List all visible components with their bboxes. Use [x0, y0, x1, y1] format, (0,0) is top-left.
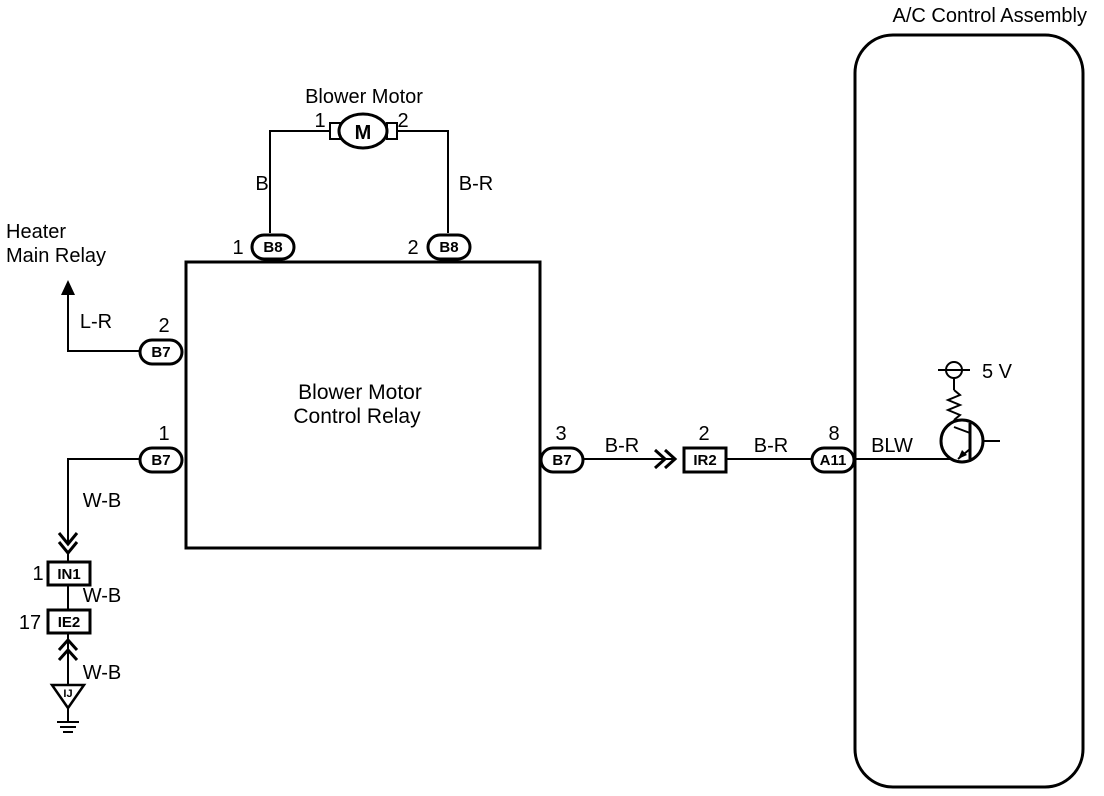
transistor: [939, 418, 1000, 464]
connector-arrow-1: [653, 448, 668, 470]
ground-point-ij: IJ: [49, 683, 87, 733]
wire-color-to-ac: B-R: [754, 435, 788, 457]
ac-internal-circuit: BLW 5 V: [855, 361, 1013, 464]
wire-color-motor-right: B-R: [459, 173, 493, 195]
wire-color-heater-feed: L-R: [80, 311, 112, 333]
connector-b8-pin1: B8 1: [232, 233, 296, 261]
ac-control-assembly: A/C Control Assembly: [853, 5, 1087, 789]
b8-pin1-number: 1: [232, 237, 243, 259]
heater-relay-arrow: [61, 280, 75, 295]
ie2-pin-number: 17: [19, 612, 41, 634]
svg-text:B7: B7: [151, 344, 170, 361]
wire-ground-upper: [67, 458, 140, 543]
ac-control-label: A/C Control Assembly: [892, 5, 1087, 27]
svg-text:B7: B7: [151, 452, 170, 469]
voltage-label: 5 V: [982, 361, 1013, 383]
output-circuit: B-R IR2 2 B-R A11 8: [583, 423, 856, 474]
resistor: [945, 389, 963, 421]
connector-arrow-2: [663, 448, 678, 470]
connector-a11: A11 8: [810, 423, 856, 474]
motor-symbol-label: M: [355, 122, 372, 144]
wire-color-ground-lower: W-B: [83, 662, 122, 684]
voltage-source: 5 V: [938, 361, 1013, 383]
wire-motor-right: [397, 130, 449, 233]
connector-ie2: IE2 17: [19, 608, 92, 635]
wire-motor-left: [269, 130, 330, 233]
connector-in1: IN1 1: [32, 560, 92, 587]
wire-color-relay-out: B-R: [605, 435, 639, 457]
svg-text:B7: B7: [552, 452, 571, 469]
heater-relay-label-line1: Heater: [6, 221, 66, 243]
svg-text:IN1: IN1: [57, 566, 80, 583]
connector-ir2: IR2 2: [682, 423, 728, 474]
connector-chevron-up-upper: [57, 637, 79, 652]
b8-pin2-number: 2: [407, 237, 418, 259]
blower-motor-label: Blower Motor: [305, 86, 423, 108]
svg-text:IR2: IR2: [693, 452, 716, 469]
blower-motor-control-relay: Blower Motor Control Relay: [184, 260, 542, 550]
a11-pin-number: 8: [828, 423, 839, 445]
heater-relay-label-line2: Main Relay: [6, 245, 106, 267]
connector-chevron-up-lower: [57, 647, 79, 662]
motor-symbol: [337, 112, 389, 150]
in1-pin-number: 1: [32, 563, 43, 585]
connector-b7-pin1: B7 1: [138, 423, 184, 474]
motor-pin-1: 1: [314, 110, 325, 132]
relay-label-line1: Blower Motor: [298, 381, 422, 404]
b7-pin2-number: 2: [158, 315, 169, 337]
svg-text:IE2: IE2: [58, 614, 81, 631]
motor-pin-2: 2: [397, 110, 408, 132]
connector-chevron-upper: [57, 532, 79, 547]
wire-color-motor-left: B: [255, 173, 268, 195]
svg-text:IJ: IJ: [63, 688, 72, 700]
blower-motor: Blower Motor M 1 2 B B-R: [255, 86, 493, 233]
b7-pin3-number: 3: [555, 423, 566, 445]
connector-b7-pin3: B7 3: [539, 423, 585, 474]
wire-color-ground-upper: W-B: [83, 490, 122, 512]
ground-circuit: W-B IN1 1 W-B IE2 17 W-B IJ: [19, 458, 140, 733]
svg-text:B8: B8: [263, 239, 282, 256]
svg-text:A11: A11: [820, 452, 847, 469]
b7-pin1-number: 1: [158, 423, 169, 445]
connector-b7-pin2: B7 2: [138, 315, 184, 366]
wire-color-ground-mid: W-B: [83, 585, 122, 607]
relay-label-line2: Control Relay: [293, 405, 421, 428]
connector-b8-pin2: B8 2: [407, 233, 472, 261]
heater-main-relay: Heater Main Relay L-R: [6, 221, 140, 352]
terminal-blw-label: BLW: [871, 435, 913, 457]
svg-text:B8: B8: [439, 239, 458, 256]
wire-heater-feed: [67, 292, 140, 352]
ir2-pin-number: 2: [698, 423, 709, 445]
